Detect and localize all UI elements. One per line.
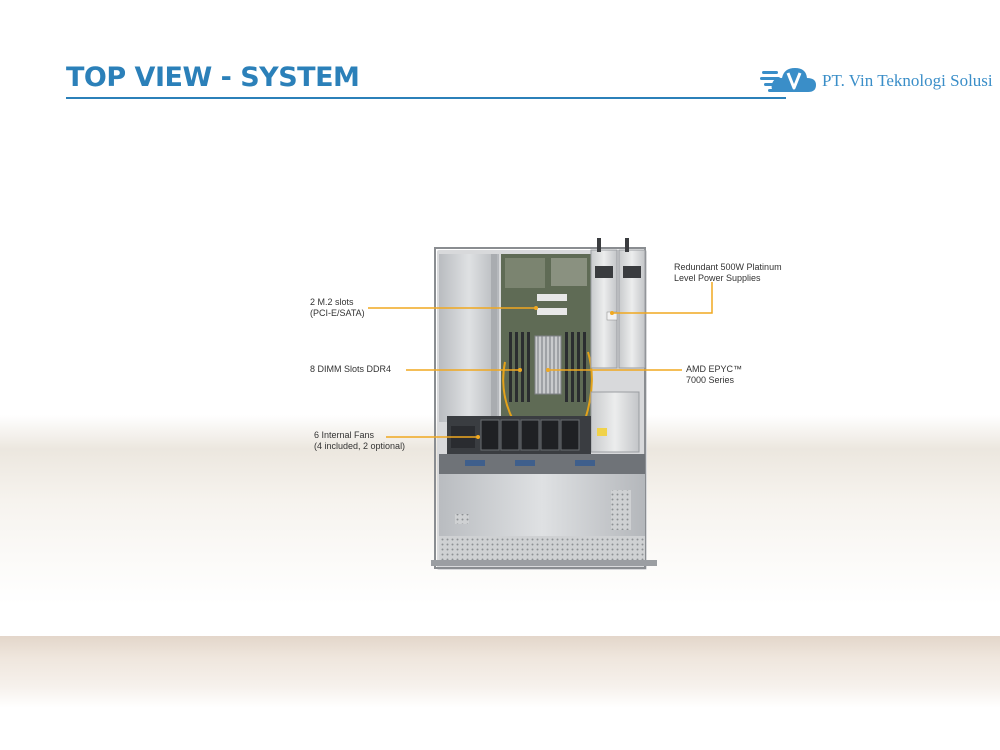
callout-dimm-slots: 8 DIMM Slots DDR4 xyxy=(310,364,391,375)
callout-psu-line1: Redundant 500W Platinum xyxy=(674,262,782,272)
server-top-view-illustration xyxy=(431,238,657,570)
leader-dot-fans xyxy=(476,435,480,439)
leader-dot-cpu xyxy=(546,368,550,372)
callout-fans-line1: 6 Internal Fans xyxy=(314,430,375,440)
callout-m2-line1: 2 M.2 slots xyxy=(310,297,354,307)
slide-title: TOP VIEW - SYSTEM xyxy=(66,62,360,93)
leader-dot-psu xyxy=(610,311,614,315)
callout-fans-line2: (4 included, 2 optional) xyxy=(314,441,406,451)
leader-line-psu xyxy=(612,282,713,314)
callout-m2-slots: 2 M.2 slots (PCI-E/SATA) xyxy=(310,297,365,319)
callout-psu-line2: Level Power Supplies xyxy=(674,273,761,283)
background-band-lower xyxy=(0,636,1000,708)
callout-internal-fans: 6 Internal Fans (4 included, 2 optional) xyxy=(314,430,405,452)
callout-cpu-line1: AMD EPYC™ xyxy=(686,364,743,374)
cloud-v-icon xyxy=(760,68,816,92)
callout-cpu-line2: 7000 Series xyxy=(686,375,735,385)
callout-amd-epyc: AMD EPYC™ 7000 Series xyxy=(686,364,742,386)
leader-dot-dimm xyxy=(518,368,522,372)
callout-power-supplies: Redundant 500W Platinum Level Power Supp… xyxy=(674,262,782,284)
callout-dimm-line1: 8 DIMM Slots DDR4 xyxy=(310,364,392,374)
callout-m2-line2: (PCI-E/SATA) xyxy=(310,308,365,318)
company-name: PT. Vin Teknologi Solusi xyxy=(822,71,993,90)
title-underline xyxy=(66,97,786,99)
leader-dot-m2 xyxy=(534,306,538,310)
company-logo: PT. Vin Teknologi Solusi xyxy=(760,62,993,98)
